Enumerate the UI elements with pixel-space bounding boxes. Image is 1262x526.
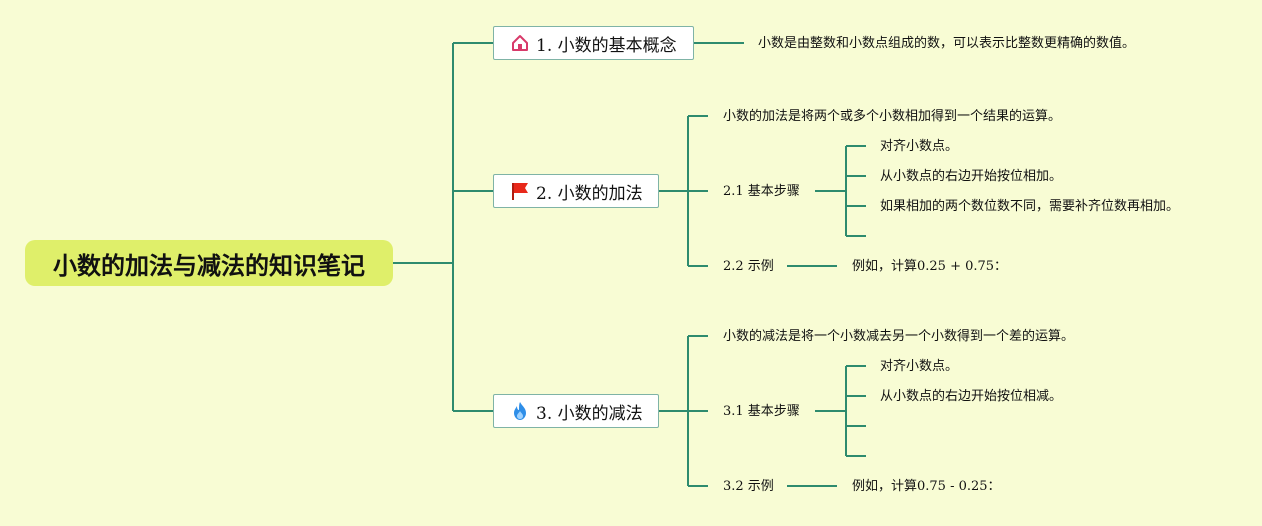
topic-basic-concept[interactable]: 1. 小数的基本概念 — [493, 26, 694, 60]
subtraction-steps-label: 3.1 基本步骤 — [723, 404, 800, 419]
addition-example-label: 2.2 示例 — [723, 259, 774, 274]
subtraction-definition: 小数的减法是将一个小数减去另一个小数得到一个差的运算。 — [723, 329, 1075, 344]
addition-step-1: 对齐小数点。 — [880, 139, 959, 154]
root-topic[interactable]: 小数的加法与减法的知识笔记 — [25, 240, 393, 286]
addition-example: 例如，计算0.25 + 0.75： — [852, 259, 1008, 274]
addition-step-2: 从小数点的右边开始按位相加。 — [880, 169, 1063, 184]
fire-icon — [510, 401, 530, 421]
subtraction-example-label: 3.2 示例 — [723, 479, 774, 494]
topic-subtraction[interactable]: 3. 小数的减法 — [493, 394, 659, 428]
concept-note: 小数是由整数和小数点组成的数，可以表示比整数更精确的数值。 — [758, 36, 1136, 51]
subtraction-step-2: 从小数点的右边开始按位相减。 — [880, 389, 1063, 404]
subtraction-example: 例如，计算0.75 - 0.25： — [852, 479, 1001, 494]
addition-definition: 小数的加法是将两个或多个小数相加得到一个结果的运算。 — [723, 109, 1062, 124]
topic-label: 2. 小数的加法 — [536, 183, 643, 204]
subtraction-step-1: 对齐小数点。 — [880, 359, 959, 374]
flag-icon — [510, 181, 530, 201]
root-title: 小数的加法与减法的知识笔记 — [53, 251, 365, 280]
topic-label: 3. 小数的减法 — [536, 403, 643, 424]
addition-steps-label: 2.1 基本步骤 — [723, 184, 800, 199]
topic-addition[interactable]: 2. 小数的加法 — [493, 174, 659, 208]
home-icon — [510, 33, 530, 53]
addition-step-3: 如果相加的两个数位数不同，需要补齐位数再相加。 — [880, 199, 1180, 214]
topic-label: 1. 小数的基本概念 — [536, 35, 677, 56]
